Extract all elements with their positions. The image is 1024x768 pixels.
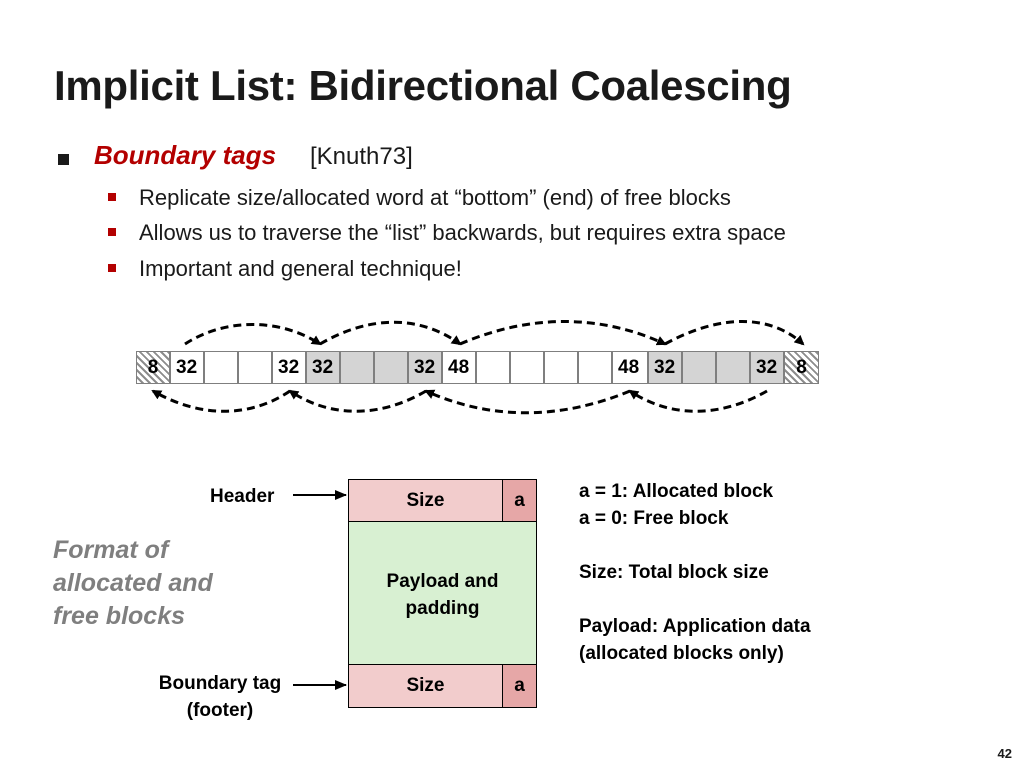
- format-side-label: Format of allocated and free blocks: [53, 536, 213, 630]
- heap-cell: [340, 351, 374, 384]
- sub-bullet-text: Allows us to traverse the “list” backwar…: [139, 220, 786, 245]
- header-alloc-bit: a: [502, 479, 537, 522]
- heap-cell: [510, 351, 544, 384]
- legend-allocated: a = 1: Allocated block: [579, 481, 774, 502]
- heap-cell: [374, 351, 408, 384]
- legend-payload-note: (allocated blocks only): [579, 643, 784, 664]
- legend-free: a = 0: Free block: [579, 508, 729, 529]
- slide-title: Implicit List: Bidirectional Coalescing: [54, 62, 792, 109]
- heap-cell: 32: [408, 351, 442, 384]
- page-number: 42: [997, 746, 1012, 761]
- footer-alloc-bit: a: [502, 664, 537, 708]
- square-bullet-icon: [108, 193, 116, 201]
- header-label: Header: [210, 486, 275, 507]
- square-bullet-icon: [58, 154, 69, 165]
- header-size-field: Size: [348, 479, 503, 522]
- heap-cell: 48: [442, 351, 476, 384]
- heap-cell: 32: [170, 351, 204, 384]
- footer-label: Boundary tag (footer): [158, 673, 282, 721]
- heap-cell: 48: [612, 351, 648, 384]
- heap-cell: [476, 351, 510, 384]
- heap-cell-prologue: 8: [136, 351, 170, 384]
- heap-cell: 32: [750, 351, 784, 384]
- heap-cell: [204, 351, 238, 384]
- sub-bullet-text: Replicate size/allocated word at “bottom…: [139, 185, 731, 210]
- footer-size-field: Size: [348, 664, 503, 708]
- legend-size: Size: Total block size: [579, 562, 769, 583]
- sub-bullet-text: Important and general technique!: [139, 256, 462, 281]
- heap-cell: 32: [648, 351, 682, 384]
- boundary-tags-emphasis: Boundary tags: [94, 140, 277, 170]
- heap-cell-epilogue: 8: [784, 351, 819, 384]
- payload-field: Payload and padding: [348, 521, 537, 665]
- heap-cell: [716, 351, 750, 384]
- heap-cell: [544, 351, 578, 384]
- heap-cell: 32: [272, 351, 306, 384]
- heap-cell: [682, 351, 716, 384]
- heap-cell: 32: [306, 351, 340, 384]
- square-bullet-icon: [108, 228, 116, 236]
- square-bullet-icon: [108, 264, 116, 272]
- heap-cell: [578, 351, 612, 384]
- legend-payload: Payload: Application data: [579, 616, 811, 637]
- heap-cell: [238, 351, 272, 384]
- knuth-reference: [Knuth73]: [310, 143, 413, 170]
